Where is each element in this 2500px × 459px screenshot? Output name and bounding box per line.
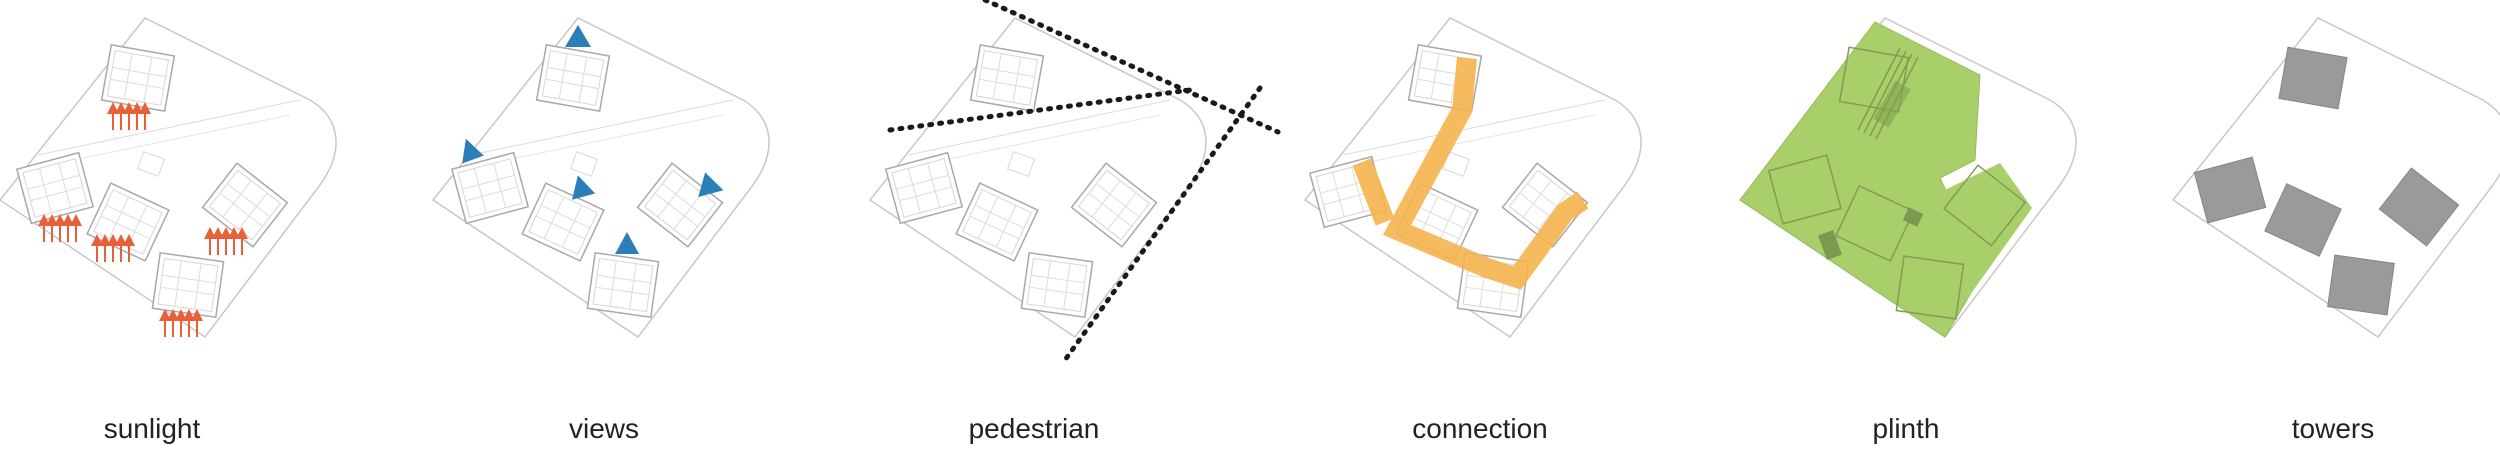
stair-lines (1857, 47, 1919, 140)
panel-plinth (1739, 17, 2077, 338)
building (521, 182, 605, 262)
building (586, 252, 660, 318)
plinth-core (1902, 207, 1924, 227)
pedestrian-route (1062, 85, 1263, 363)
connection-path (1352, 158, 1395, 226)
pedestrian-route (887, 87, 1193, 133)
plinth-area (1900, 163, 2032, 330)
building (451, 151, 529, 225)
building (955, 182, 1039, 262)
panel-connection (1304, 17, 1642, 338)
pedestrian-route (982, 0, 1281, 135)
tower-block (2264, 183, 2342, 257)
building-footprint (1834, 184, 1915, 263)
sun-arrows (210, 233, 242, 255)
sun-arrows (113, 108, 145, 130)
view-marker (565, 25, 591, 47)
building (151, 252, 225, 318)
building-footprint (1895, 255, 1965, 320)
tower-block (2193, 156, 2267, 224)
tower-block (2278, 46, 2348, 110)
panel-pedestrian (869, 0, 1281, 363)
caption-connection: connection (1412, 413, 1547, 444)
caption-plinth: plinth (1873, 413, 1940, 444)
view-marker (462, 138, 484, 164)
building (201, 162, 289, 248)
panel-views (432, 17, 770, 338)
view-marker (615, 232, 639, 254)
building-footprint (1943, 164, 2027, 247)
building (535, 44, 611, 112)
view-marker (698, 172, 724, 197)
caption-towers: towers (2292, 413, 2374, 444)
panel-sunlight (0, 17, 337, 337)
building (885, 151, 963, 225)
plinth-core (1818, 230, 1842, 260)
building (636, 162, 724, 248)
building (100, 44, 176, 112)
caption-pedestrian: pedestrian (969, 413, 1100, 444)
view-marker (571, 175, 596, 200)
sun-arrows (44, 220, 76, 242)
building-footprint (1767, 154, 1842, 225)
connection-path (1382, 57, 1589, 290)
building (1020, 252, 1094, 318)
caption-views: views (569, 413, 639, 444)
site-interior-lines (1342, 99, 1606, 177)
sun-arrows (165, 315, 197, 337)
building (16, 151, 94, 225)
panel-towers (2172, 17, 2500, 338)
tower-block (2327, 254, 2395, 316)
building (1070, 162, 1158, 248)
building (969, 44, 1045, 112)
caption-sunlight: sunlight (104, 413, 201, 444)
tower-block (2378, 167, 2460, 247)
building-footprint (1838, 46, 1910, 113)
